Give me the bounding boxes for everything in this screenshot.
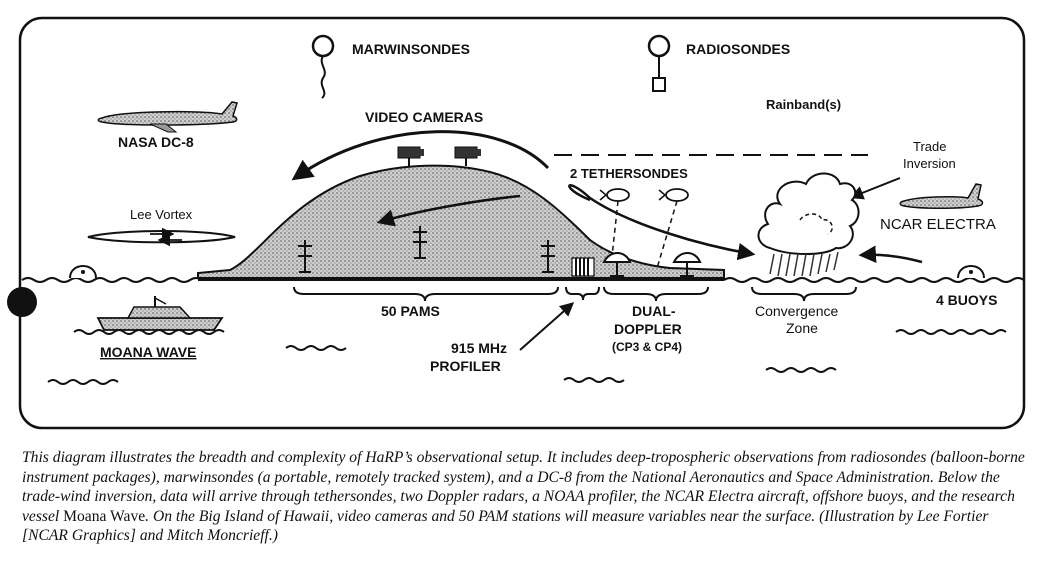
- trade-inversion-pointer: [849, 177, 901, 200]
- trade-inversion-label-line1: Trade: [913, 139, 946, 154]
- lee-vortex-icon: [87, 227, 236, 247]
- radiosonde-icon: [647, 34, 671, 92]
- registration-dot: [7, 287, 37, 317]
- rainbands-label: Rainband(s): [766, 97, 841, 112]
- sea-wavelets: [47, 329, 1007, 385]
- caption-text-part1: This diagram illustrates the breadth and…: [22, 449, 1025, 525]
- convergence-bracket: [751, 286, 857, 302]
- cumulus-cloud-icon: [757, 172, 860, 277]
- profiler-label-line1: 915 MHz: [451, 340, 507, 356]
- dual-doppler-label-line1: DUAL-: [632, 303, 676, 319]
- sea-surface: [21, 277, 1025, 283]
- pams-label: 50 PAMS: [381, 303, 440, 319]
- nasa-dc8-label: NASA DC-8: [118, 134, 194, 150]
- pam-station-icon: [413, 226, 427, 259]
- marwinsondes-label: MARWINSONDES: [352, 41, 470, 57]
- convergence-label-line2: Zone: [786, 320, 818, 336]
- convergence-flow-arrow: [568, 184, 756, 261]
- video-cameras-label: VIDEO CAMERAS: [365, 109, 483, 125]
- video-camera-icon: [454, 146, 481, 166]
- trade-wind-arrow: [858, 245, 923, 264]
- profiler-label-line2: PROFILER: [430, 358, 501, 374]
- radiosondes-label: RADIOSONDES: [686, 41, 790, 57]
- buoys-label: 4 BUOYS: [936, 292, 997, 308]
- moana-wave-label: MOANA WAVE: [100, 344, 196, 360]
- figure-caption: This diagram illustrates the breadth and…: [22, 448, 1027, 546]
- buoy-icon: [957, 265, 985, 279]
- trade-inversion-label-line2: Inversion: [903, 156, 956, 171]
- caption-ship-name: Moana Wave: [63, 507, 146, 525]
- dual-doppler-bracket: [603, 286, 709, 302]
- dual-doppler-label-line2: DOPPLER: [614, 321, 682, 337]
- video-camera-icon: [397, 146, 424, 166]
- profiler-bracket: [565, 286, 600, 301]
- nasa-dc8-aircraft-icon: [97, 101, 238, 133]
- ncar-electra-aircraft-icon: [899, 183, 984, 209]
- tethersonde-balloon-icon: [654, 188, 689, 276]
- radar-dish-icon: [602, 252, 632, 277]
- camera-sweep-arrow: [291, 130, 550, 181]
- lee-vortex-label: Lee Vortex: [130, 207, 193, 222]
- pam-station-icon: [541, 240, 555, 273]
- pam-station-icon: [298, 240, 312, 273]
- dual-doppler-label-line3: (CP3 & CP4): [612, 340, 682, 354]
- pams-bracket: [293, 286, 559, 302]
- tethersondes-label: 2 TETHERSONDES: [570, 166, 688, 181]
- moana-wave-ship-icon: [96, 296, 224, 331]
- profiler-pointer: [519, 302, 575, 351]
- marwinsonde-icon: [311, 34, 335, 99]
- convergence-label-line1: Convergence: [755, 303, 838, 319]
- caption-text-part2: . On the Big Island of Hawaii, video cam…: [22, 507, 989, 545]
- buoy-icon: [69, 265, 97, 279]
- radar-dish-icon: [672, 252, 702, 277]
- island-flow-arrow: [376, 194, 521, 227]
- harp-observation-diagram: MARWINSONDES RADIOSONDES Rainband(s) NAS…: [7, 16, 1026, 430]
- profiler-antenna-icon: [571, 257, 595, 277]
- ncar-electra-label: NCAR ELECTRA: [880, 216, 996, 233]
